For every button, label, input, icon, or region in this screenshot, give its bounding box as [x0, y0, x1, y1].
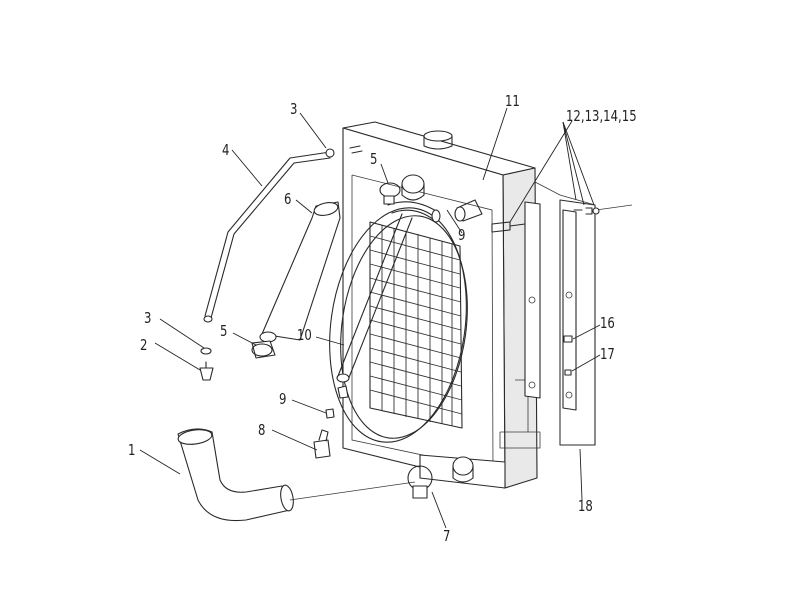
- hose-clamp-upper: [379, 182, 401, 205]
- callout-1: 1: [128, 443, 135, 460]
- bolt-2: [199, 361, 214, 381]
- callout-3-upper: 3: [290, 102, 297, 119]
- hose-10: [336, 213, 413, 383]
- callout-9-lower: 9: [279, 392, 286, 409]
- filler-neck: [423, 130, 453, 150]
- upper-inlet-pipes: [401, 174, 483, 222]
- pipe-4: [203, 151, 331, 323]
- callout-labels: 1 2 3 3 4 5 5 6 7 8 9 9 10 11 12,13,14,1…: [128, 94, 637, 546]
- callout-18: 18: [578, 499, 593, 516]
- callout-17: 17: [600, 347, 615, 364]
- hose-6: [259, 201, 341, 343]
- callout-8: 8: [258, 423, 265, 440]
- callout-3-lower: 3: [144, 311, 151, 328]
- washer-3-top: [325, 145, 363, 158]
- callout-2: 2: [140, 338, 147, 355]
- callout-11: 11: [505, 94, 520, 111]
- callout-7: 7: [443, 529, 450, 546]
- callout-6: 6: [284, 192, 291, 209]
- radiator-core-grid: [369, 221, 463, 429]
- callout-4: 4: [222, 143, 229, 160]
- fan-shroud: [329, 207, 468, 443]
- washer-3-bottom: [200, 347, 212, 355]
- hose-1: [177, 428, 416, 522]
- hose-clamp-lower: [251, 340, 276, 359]
- callout-5-upper: 5: [370, 152, 377, 169]
- callout-5-lower: 5: [220, 324, 227, 341]
- drain-cock-8: [313, 429, 331, 459]
- fitting-9-lower: [325, 385, 349, 419]
- hose-clamp-7: [407, 456, 474, 499]
- callout-12-15: 12,13,14,15: [566, 109, 637, 126]
- callout-9-upper: 9: [458, 228, 465, 245]
- fittings-16-17: [563, 335, 573, 376]
- callout-10: 10: [297, 328, 312, 345]
- mounting-bars: [491, 201, 633, 411]
- callout-16: 16: [600, 316, 615, 333]
- leader-lines: [139, 107, 601, 529]
